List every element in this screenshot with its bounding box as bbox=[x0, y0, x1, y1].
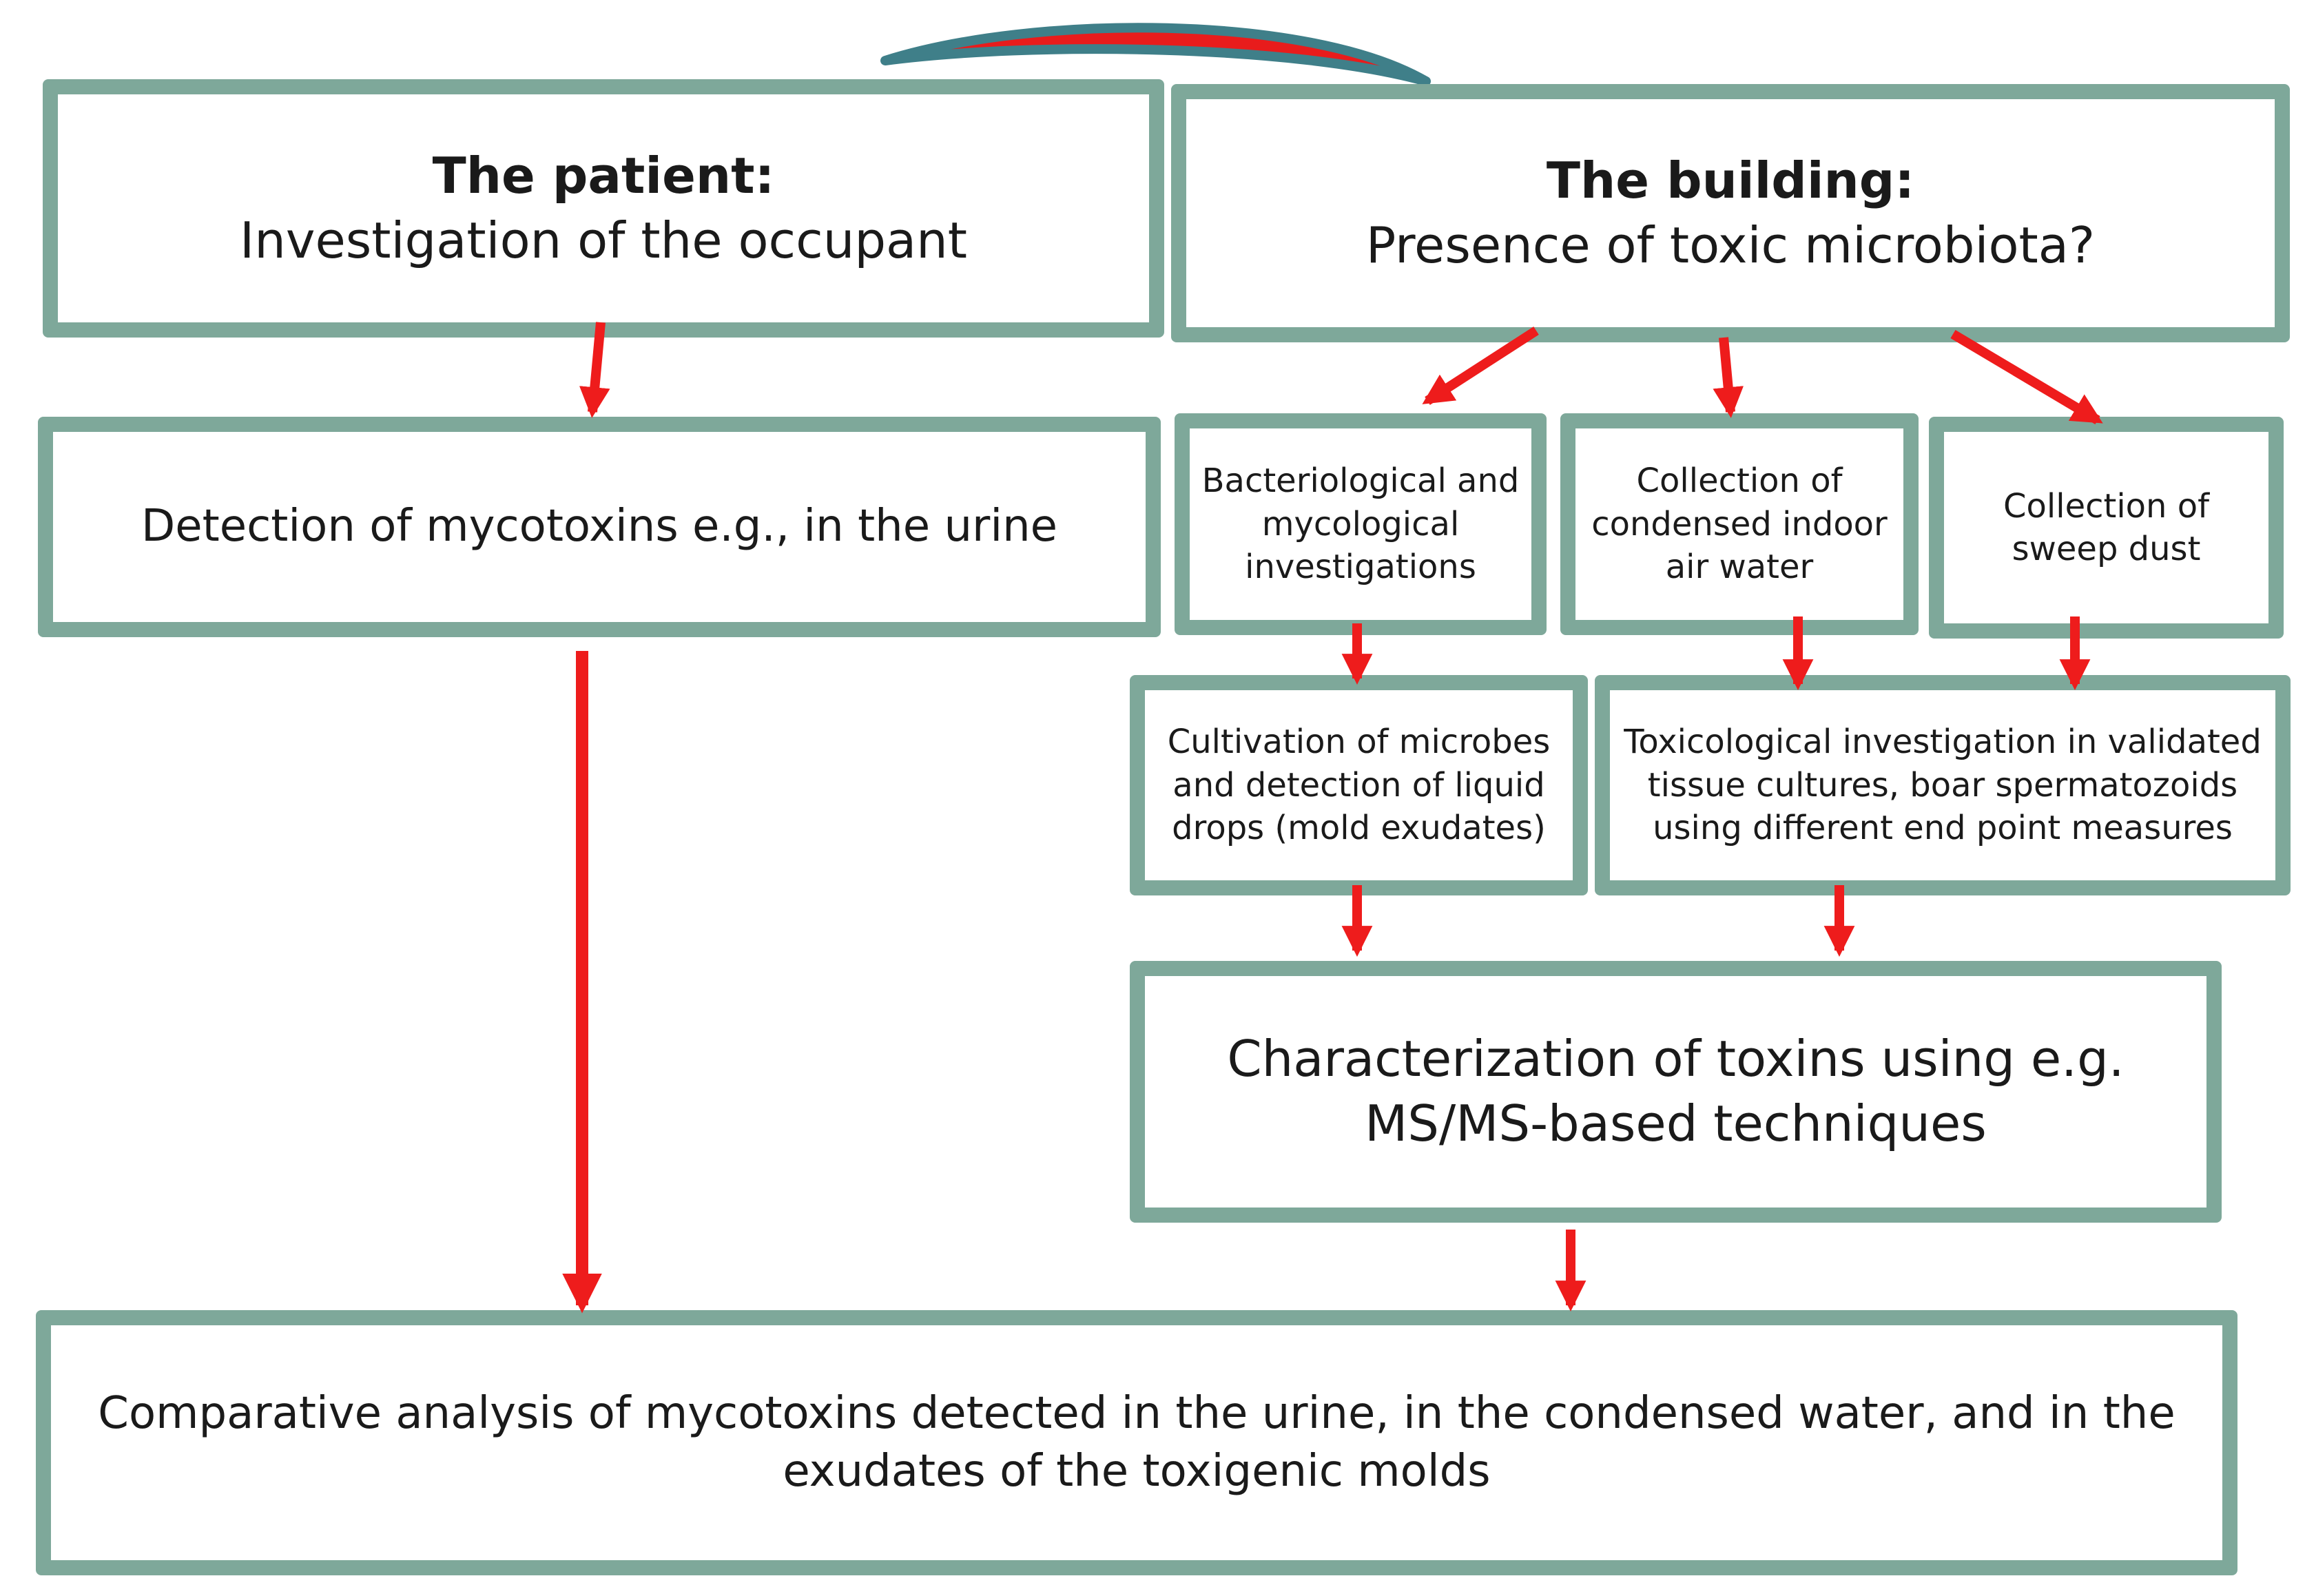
detection-box: Detection of mycotoxins e.g., in the uri… bbox=[38, 417, 1161, 637]
patient-subtitle: Investigation of the occupant bbox=[239, 211, 968, 269]
condensed-water-line1: Collection of bbox=[1636, 462, 1843, 501]
sweep-dust-line1: Collection of bbox=[2003, 486, 2209, 526]
condensed-water-box: Collection of condensed indoor air water bbox=[1560, 413, 1919, 635]
sweep-dust-box: Collection of sweep dust bbox=[1929, 417, 2284, 639]
comparative-line1: Comparative analysis of mycotoxins detec… bbox=[98, 1388, 2175, 1440]
condensed-water-line2: condensed indoor bbox=[1591, 504, 1888, 543]
building-subtitle: Presence of toxic microbiota? bbox=[1365, 216, 2096, 274]
cultivation-line1: Cultivation of microbes bbox=[1167, 723, 1551, 762]
comparative-line2: exudates of the toxigenic molds bbox=[783, 1445, 1491, 1497]
characterization-line1: Characterization of toxins using e.g. bbox=[1227, 1030, 2125, 1088]
patient-box: The patient: Investigation of the occupa… bbox=[43, 79, 1164, 338]
characterization-box: Characterization of toxins using e.g. MS… bbox=[1130, 961, 2222, 1223]
bacteriological-box: Bacteriological and mycological investig… bbox=[1175, 413, 1547, 635]
condensed-water-line3: air water bbox=[1665, 548, 1814, 587]
toxicological-line2: tissue cultures, boar spermatozoids bbox=[1647, 765, 2238, 805]
detection-text: Detection of mycotoxins e.g., in the uri… bbox=[141, 501, 1058, 552]
building-title: The building: bbox=[1546, 151, 1915, 209]
building-box: The building: Presence of toxic microbio… bbox=[1171, 84, 2290, 342]
bacteriological-line3: investigations bbox=[1245, 548, 1476, 587]
toxicological-box: Toxicological investigation in validated… bbox=[1595, 675, 2291, 895]
toxicological-line1: Toxicological investigation in validated bbox=[1624, 723, 2262, 762]
arrow-building-to-sweep-dust bbox=[1950, 329, 2103, 425]
patient-title: The patient: bbox=[432, 146, 775, 205]
sweep-dust-line2: sweep dust bbox=[2012, 530, 2201, 568]
cultivation-line3: drops (mold exudates) bbox=[1172, 809, 1546, 848]
cultivation-box: Cultivation of microbes and detection of… bbox=[1130, 675, 1588, 895]
characterization-line2: MS/MS-based techniques bbox=[1365, 1095, 1987, 1152]
arrow-building-to-condensed bbox=[1713, 337, 1744, 418]
toxicological-line3: using different end point measures bbox=[1653, 809, 2233, 848]
bacteriological-line2: mycological bbox=[1261, 504, 1460, 543]
cultivation-line2: and detection of liquid bbox=[1172, 765, 1545, 805]
comparative-box: Comparative analysis of mycotoxins detec… bbox=[36, 1310, 2237, 1575]
bacteriological-line1: Bacteriological and bbox=[1201, 462, 1520, 501]
